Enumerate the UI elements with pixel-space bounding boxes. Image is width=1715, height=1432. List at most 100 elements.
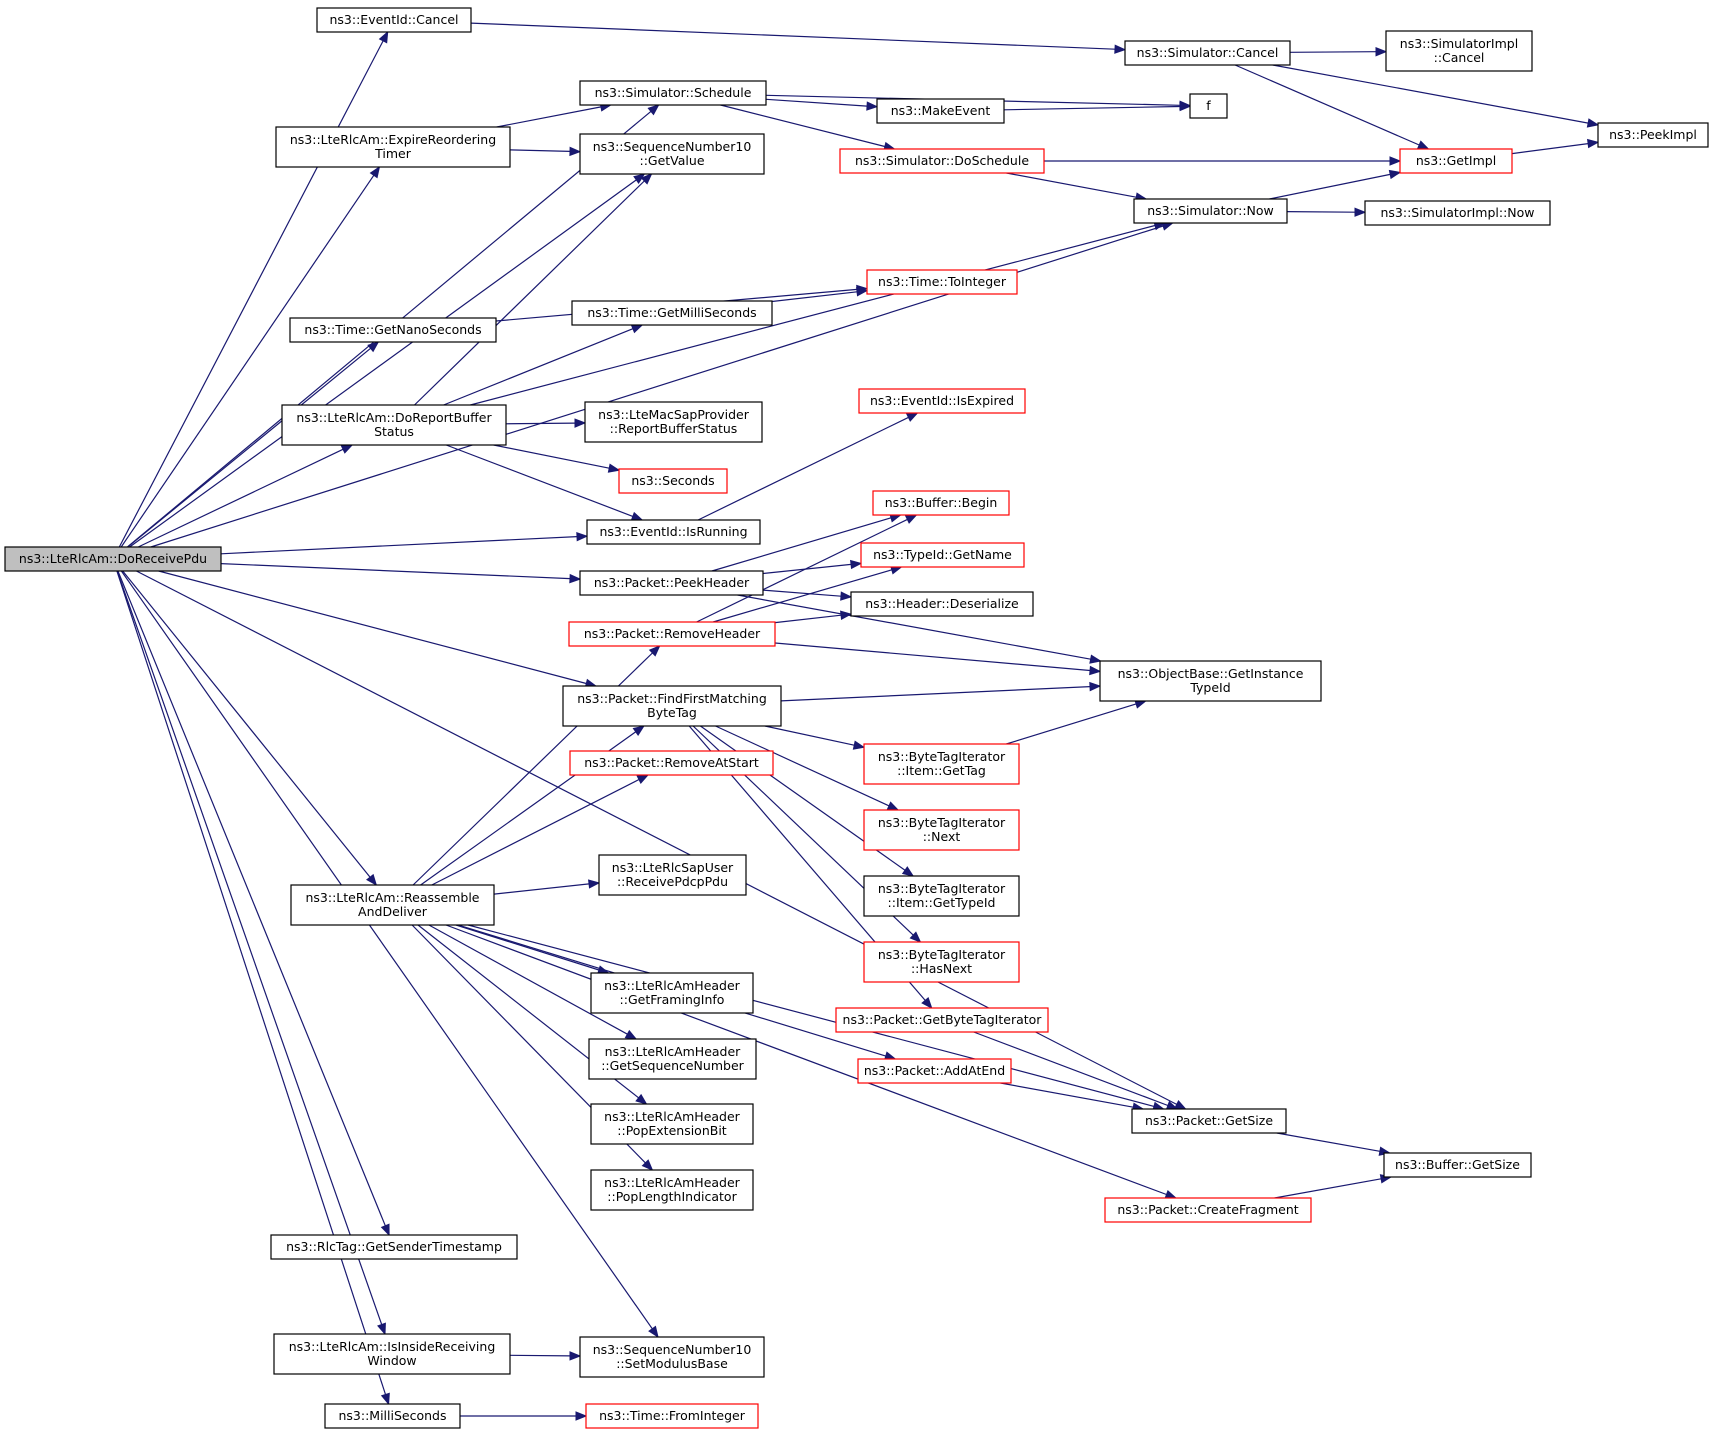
node-popExt[interactable]: ns3::LteRlcAmHeader::PopExtensionBit [590, 1103, 754, 1145]
node-createFrag[interactable]: ns3::Packet::CreateFragment [1104, 1197, 1312, 1223]
edge-expire-to-seqGetValue [509, 146, 582, 157]
edge-reassemble-to-createFrag [445, 924, 1178, 1199]
edge-simCancel-to-simImplCancel [1289, 46, 1388, 57]
node-rlcTag[interactable]: ns3::RlcTag::GetSenderTimestamp [270, 1234, 518, 1260]
node-seqGetValue[interactable]: ns3::SequenceNumber10::GetValue [579, 133, 765, 175]
node-simImplNow[interactable]: ns3::SimulatorImpl::Now [1364, 200, 1551, 226]
node-typeName[interactable]: ns3::TypeId::GetName [860, 542, 1025, 568]
node-box [598, 854, 747, 896]
edge-doReport-to-isRunning [445, 444, 644, 521]
node-peekHeader[interactable]: ns3::Packet::PeekHeader [579, 570, 764, 596]
arrowhead-icon [1089, 654, 1102, 664]
node-box [562, 685, 782, 727]
edge-doReport-to-seconds [493, 444, 621, 473]
node-framing[interactable]: ns3::LteRlcAmHeader::GetFramingInfo [590, 972, 754, 1014]
node-box [585, 1403, 759, 1429]
node-box [289, 317, 497, 343]
edge-line [973, 1031, 1169, 1107]
arrowhead-icon [624, 1029, 638, 1040]
node-bufBegin[interactable]: ns3::Buffer::Begin [872, 490, 1010, 516]
node-simImplCancel[interactable]: ns3::SimulatorImpl::Cancel [1385, 30, 1533, 72]
edge-line [120, 570, 653, 1330]
node-bufGetSize[interactable]: ns3::Buffer::GetSize [1383, 1152, 1532, 1178]
node-simCancel[interactable]: ns3::Simulator::Cancel [1124, 40, 1291, 66]
node-removeHeader[interactable]: ns3::Packet::RemoveHeader [568, 621, 776, 647]
node-deserialize[interactable]: ns3::Header::Deserialize [850, 591, 1034, 617]
arrowhead-icon [636, 774, 650, 784]
edge-root-to-getNano [127, 341, 380, 548]
node-addAtEnd[interactable]: ns3::Packet::AddAtEnd [857, 1058, 1012, 1084]
node-doSchedule[interactable]: ns3::Simulator::DoSchedule [839, 148, 1045, 174]
node-getImpl[interactable]: ns3::GetImpl [1399, 148, 1513, 174]
arrowhead-icon [866, 101, 879, 111]
node-box [866, 269, 1018, 295]
node-getBTI[interactable]: ns3::Packet::GetByteTagIterator [835, 1007, 1049, 1033]
edge-line [697, 416, 909, 521]
edge-line [505, 422, 576, 425]
edge-line [122, 570, 371, 878]
node-getNano[interactable]: ns3::Time::GetNanoSeconds [289, 317, 497, 343]
node-getMilli[interactable]: ns3::Time::GetMilliSeconds [571, 300, 773, 326]
node-macSap[interactable]: ns3::LteMacSapProvider::ReportBufferStat… [584, 401, 763, 443]
node-simNow[interactable]: ns3::Simulator::Now [1133, 198, 1288, 224]
node-removeAtStart[interactable]: ns3::Packet::RemoveAtStart [569, 750, 774, 776]
node-btGetTag[interactable]: ns3::ByteTagIterator::Item::GetTag [863, 743, 1020, 785]
edge-line [467, 924, 1155, 1107]
node-toInteger[interactable]: ns3::Time::ToInteger [866, 269, 1018, 295]
node-rlcSap[interactable]: ns3::LteRlcSapUser::ReceivePdcpPdu [598, 854, 747, 896]
edge-findFirst-to-objBase [780, 681, 1102, 702]
node-f[interactable]: f [1189, 93, 1228, 119]
edge-doReport-to-seqGetValue [414, 173, 653, 406]
node-isRunning[interactable]: ns3::EventId::IsRunning [586, 519, 761, 545]
node-label: ns3::LteRlcAm::Reassemble [305, 890, 479, 905]
node-box [1597, 122, 1709, 148]
edge-line [470, 22, 1116, 50]
node-fromInteger[interactable]: ns3::Time::FromInteger [585, 1403, 759, 1429]
edge-root-to-setModulus [120, 570, 659, 1339]
node-milliSeconds[interactable]: ns3::MilliSeconds [324, 1403, 461, 1429]
arrowhead-icon [852, 740, 866, 750]
node-box [579, 570, 764, 596]
edge-line [470, 224, 1156, 406]
edge-removeHeader-to-objBase [774, 642, 1102, 676]
edge-line [509, 149, 571, 152]
node-root[interactable]: ns3::LteRlcAm::DoReceivePdu [4, 546, 222, 572]
arrowhead-icon [641, 1159, 654, 1171]
node-setModulus[interactable]: ns3::SequenceNumber10::SetModulusBase [579, 1336, 765, 1378]
arrowhead-icon [1114, 44, 1127, 54]
node-isExpired[interactable]: ns3::EventId::IsExpired [858, 388, 1026, 414]
node-popLen[interactable]: ns3::LteRlcAmHeader::PopLengthIndicator [590, 1169, 754, 1211]
node-box [590, 972, 754, 1014]
node-label: ns3::LteRlcAm::IsInsideReceiving [289, 1339, 496, 1354]
node-btTypeId[interactable]: ns3::ByteTagIterator::Item::GetTypeId [863, 875, 1020, 917]
node-btHasNext[interactable]: ns3::ByteTagIterator::HasNext [863, 941, 1020, 983]
node-makeEvent[interactable]: ns3::MakeEvent [876, 98, 1005, 124]
node-btNext[interactable]: ns3::ByteTagIterator::Next [863, 809, 1020, 851]
arrowhead-icon [921, 996, 933, 1010]
node-seqNum[interactable]: ns3::LteRlcAmHeader::GetSequenceNumber [588, 1038, 757, 1080]
node-seconds[interactable]: ns3::Seconds [618, 468, 728, 494]
edge-root-to-rlcTag [117, 570, 390, 1237]
edge-line [116, 570, 387, 1395]
node-evCancel[interactable]: ns3::EventId::Cancel [316, 7, 472, 33]
arrowhead-icon [1089, 681, 1102, 692]
node-label: ns3::Header::Deserialize [865, 596, 1019, 611]
node-peekImpl[interactable]: ns3::PeekImpl [1597, 122, 1709, 148]
node-box [316, 7, 472, 33]
node-label: ns3::Simulator::Cancel [1137, 45, 1279, 60]
node-box [1099, 660, 1322, 702]
edge-line [445, 444, 634, 517]
node-simSchedule[interactable]: ns3::Simulator::Schedule [579, 80, 767, 106]
arrowhead-icon [380, 1392, 390, 1406]
node-box [835, 1007, 1049, 1033]
node-label: ns3::LteRlcAmHeader [604, 978, 740, 993]
node-pktGetSize[interactable]: ns3::Packet::GetSize [1131, 1108, 1287, 1134]
edge-line [220, 563, 571, 580]
edge-root-to-reassemble [122, 570, 378, 887]
